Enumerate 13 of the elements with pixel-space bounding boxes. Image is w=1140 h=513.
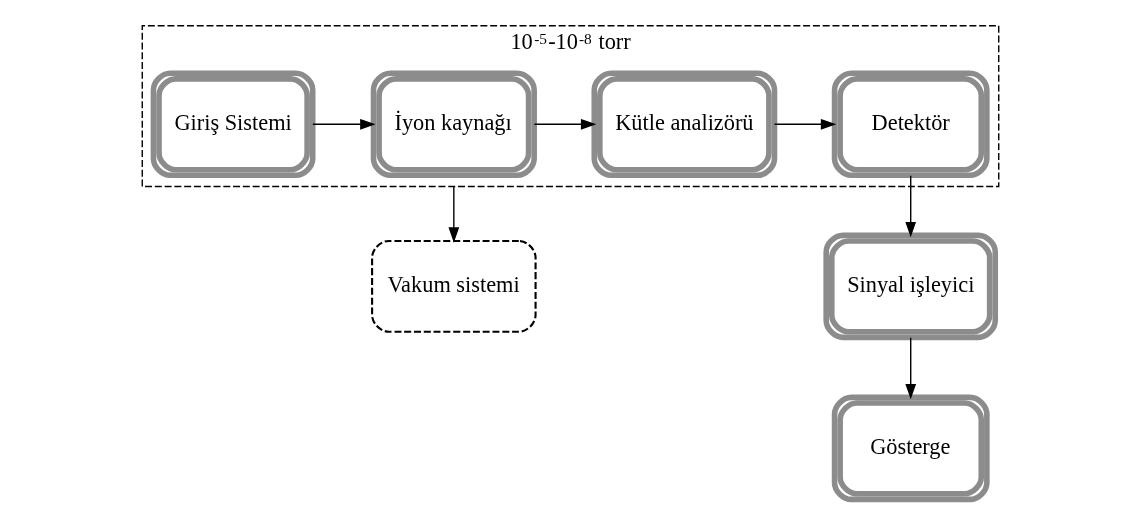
node-box: Kütle analizörü [590,69,777,178]
node-box: Giriş Sistemi [150,69,315,178]
node-box: Vakum sistemi [370,239,537,333]
arrow [447,185,459,243]
arrow [904,174,916,237]
node-box: Detektör [831,69,990,178]
arrow [773,118,836,130]
arrow [533,118,596,130]
arrow [311,118,376,130]
arrow [904,336,916,399]
node-box: İyon kaynağı [370,69,537,178]
node-box: Sinyal işleyici [822,232,998,340]
node-box: Gösterge [831,394,990,502]
